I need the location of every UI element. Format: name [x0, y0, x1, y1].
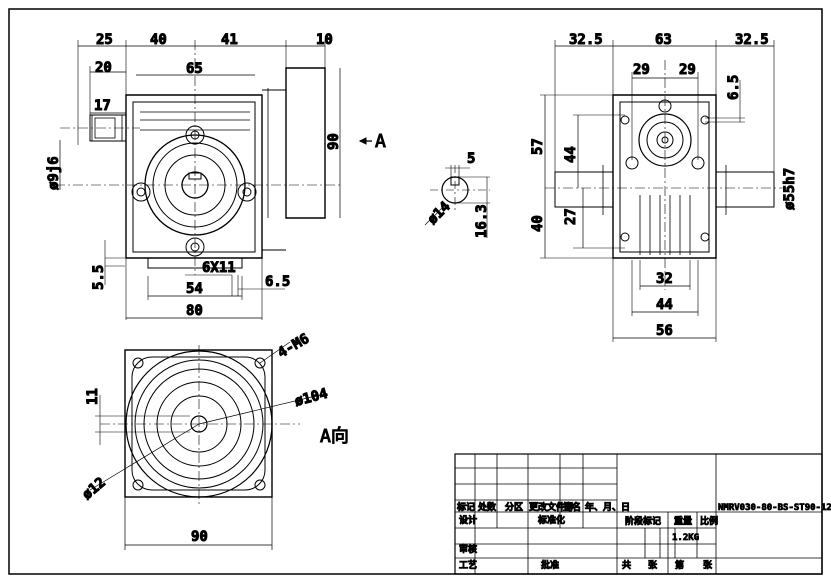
- dim-40: 40: [150, 32, 167, 48]
- dim-11: 11: [85, 388, 101, 405]
- dim-32-5-right: 32.5: [735, 32, 769, 48]
- dim-27: 27: [563, 208, 579, 225]
- tb-stage: 阶段标记: [625, 515, 661, 527]
- dim-29-right: 29: [679, 62, 696, 78]
- dim-25: 25: [96, 32, 113, 48]
- front-view: 25 40 41 10 20 65 17 90 A ø9j6 5.5 6X11 …: [46, 32, 387, 320]
- tb-process: 工艺: [459, 559, 477, 571]
- tb-total: 共: [622, 559, 631, 571]
- tb-header-sign: 签名: [562, 501, 581, 513]
- dim-14: ø14: [425, 199, 454, 228]
- a-view-title: A向: [320, 426, 349, 447]
- dim-65: 65: [186, 61, 203, 77]
- dim-shaft-9j6: ø9j6: [46, 156, 62, 190]
- dim-41: 41: [221, 32, 238, 48]
- dim-44: 44: [656, 297, 673, 313]
- dim-16-3: 16.3: [474, 204, 490, 238]
- dim-6x11: 6X11: [202, 260, 236, 276]
- key-detail: 5 ø14 16.3: [424, 151, 490, 239]
- tb-standard: 标准化: [537, 514, 565, 526]
- title-block: 标记 处数 分区 更改文件号 签名 年、月、日 设计 标准化 审核 工艺 批准 …: [454, 453, 831, 575]
- dim-4-m6: 4-M6: [275, 331, 312, 362]
- tb-header-change: 更改文件号: [529, 501, 574, 513]
- tb-approve: 批准: [541, 559, 559, 571]
- dim-54: 54: [186, 281, 203, 297]
- tb-weight-value: 1.2KG: [672, 533, 699, 543]
- tb-review: 审核: [459, 543, 477, 555]
- dim-6-5: 6.5: [265, 274, 290, 290]
- tb-weight: 重量: [674, 515, 692, 527]
- dim-32: 32: [656, 271, 673, 287]
- dim-44-vertical: 44: [563, 146, 579, 163]
- dim-90-vertical: 90: [326, 133, 342, 150]
- dim-17: 17: [94, 98, 111, 114]
- dim-104: ø104: [293, 386, 330, 410]
- dim-90-a-view: 90: [191, 529, 208, 545]
- dim-56: 56: [656, 323, 673, 339]
- tb-sheet: 张: [648, 559, 658, 571]
- dim-5-5: 5.5: [91, 265, 107, 290]
- dim-6-5-side: 6.5: [726, 75, 742, 100]
- tb-page: 第: [675, 559, 684, 571]
- tb-page-sheet: 张: [703, 559, 713, 571]
- dim-55h7: ø55h7: [782, 168, 798, 210]
- tb-header-mark: 标记: [456, 501, 475, 513]
- dim-40-side: 40: [530, 215, 546, 232]
- drawing-border: [8, 8, 823, 575]
- tb-scale: 比例: [700, 515, 718, 527]
- dim-80: 80: [186, 303, 203, 319]
- dim-57: 57: [530, 138, 546, 155]
- a-view: 4-M6 ø104 11 ø12 90 A向: [79, 330, 349, 550]
- arrow-label-a: A: [375, 131, 386, 152]
- tb-drawing-name: NMRV030-80-BS-ST90-12法兰: [718, 501, 831, 513]
- tb-design: 设计: [459, 514, 477, 526]
- dim-5: 5: [467, 151, 475, 167]
- dim-32-5-left: 32.5: [569, 32, 603, 48]
- tb-header-zone: 分区: [505, 501, 523, 513]
- dim-12: ø12: [79, 475, 109, 504]
- tb-header-count: 处数: [477, 501, 497, 513]
- dim-20: 20: [95, 60, 112, 76]
- tb-header-date: 年、月、日: [585, 501, 630, 513]
- side-view: 32.5 63 32.5 29 29 6.5 57 44 40 27 ø55h7…: [530, 32, 799, 342]
- dim-29-left: 29: [633, 62, 650, 78]
- dim-63: 63: [655, 32, 672, 48]
- dim-10: 10: [316, 32, 333, 48]
